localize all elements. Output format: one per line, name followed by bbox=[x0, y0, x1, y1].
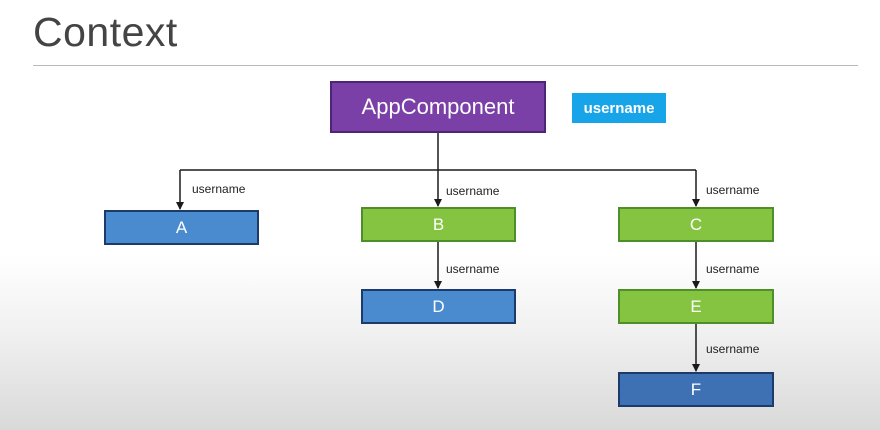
title-divider bbox=[33, 65, 858, 66]
node-c: C bbox=[618, 207, 774, 242]
edge-label-e-f: username bbox=[706, 342, 760, 356]
node-d: D bbox=[361, 289, 516, 324]
edge-label-b-d: username bbox=[446, 262, 500, 276]
edge-label-root-c: username bbox=[706, 183, 760, 197]
badge-username: username bbox=[572, 93, 666, 123]
node-b: B bbox=[361, 207, 516, 242]
node-e: E bbox=[618, 289, 774, 324]
edge-label-root-b: username bbox=[446, 184, 500, 198]
slide-title: Context bbox=[33, 9, 178, 55]
node-a: A bbox=[104, 210, 259, 245]
node-app-component: AppComponent bbox=[330, 81, 546, 133]
node-f: F bbox=[618, 372, 774, 407]
edge-label-c-e: username bbox=[706, 262, 760, 276]
edge-label-root-a: username bbox=[192, 182, 246, 196]
